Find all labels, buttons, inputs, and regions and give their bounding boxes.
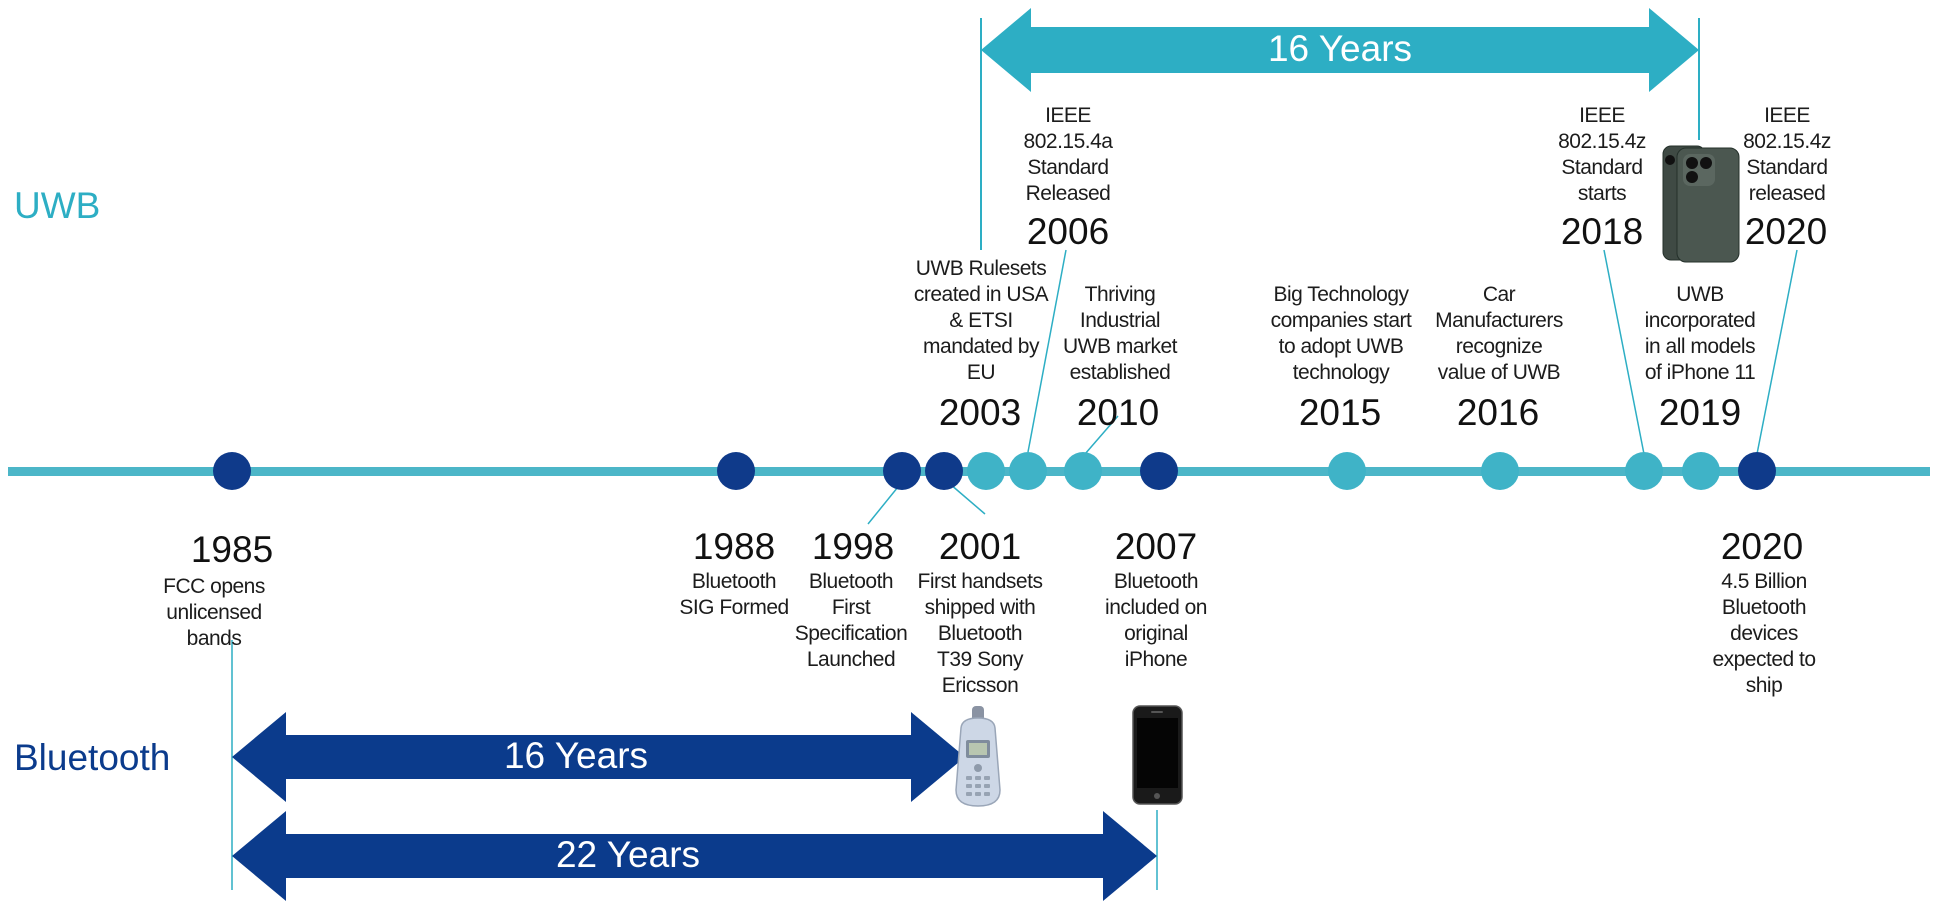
- dot-2007: [1140, 452, 1178, 490]
- event-year-2016: 2016: [1456, 392, 1540, 433]
- event-year-1998: 1998: [811, 526, 895, 567]
- bluetooth-22-years-arrow: [232, 811, 1157, 901]
- event-year-1988: 1988: [692, 526, 776, 567]
- event-text-2020-uwb: IEEE 802.15.4z Standard released: [1743, 104, 1831, 205]
- dot-1998: [883, 452, 921, 490]
- event-text-2019: UWB incorporated in all models of iPhone…: [1644, 283, 1756, 384]
- event-text-2010: Thriving Industrial UWB market establish…: [1062, 283, 1178, 384]
- uwb-16-years-arrow: [981, 8, 1699, 92]
- event-text-2003: UWB Rulesets created in USA & ETSI manda…: [913, 257, 1049, 384]
- event-text-1998: Bluetooth First Specification Launched: [794, 570, 908, 671]
- dot-2020: [1738, 452, 1776, 490]
- dot-1988: [717, 452, 755, 490]
- event-text-2007: Bluetooth included on original iPhone: [1105, 570, 1207, 671]
- leader-2006: [1027, 249, 1067, 453]
- bluetooth-16-years-arrow: [232, 712, 965, 802]
- dot-2003: [967, 452, 1005, 490]
- leader-2001: [949, 483, 986, 515]
- event-year-2018: 2018: [1560, 211, 1644, 252]
- dot-2018: [1625, 452, 1663, 490]
- event-year-2001: 2001: [938, 526, 1022, 567]
- event-text-2001: First handsets shipped with Bluetooth T3…: [917, 570, 1043, 697]
- uwb-track-label: UWB: [14, 185, 101, 226]
- dot-2015: [1328, 452, 1366, 490]
- dot-2019: [1682, 452, 1720, 490]
- event-text-1988: Bluetooth SIG Formed: [679, 570, 789, 619]
- leader-2020-uwb: [1756, 249, 1798, 455]
- bluetooth-track-label: Bluetooth: [14, 737, 171, 778]
- uwb-span-label: 16 Years: [1267, 28, 1413, 69]
- bt-span-label: 16 Years: [503, 735, 649, 776]
- dot-1985: [213, 452, 251, 490]
- event-text-1985: FCC opens unlicensed bands: [163, 575, 265, 650]
- event-year-2020-bluetooth: 2020: [1720, 526, 1804, 567]
- leader-2010: [1084, 415, 1119, 455]
- event-year-2020-uwb: 2020: [1744, 211, 1828, 252]
- event-text-2015: Big Technology companies start to adopt …: [1270, 283, 1412, 384]
- event-year-2007: 2007: [1114, 526, 1198, 567]
- bt-long-span-label: 22 Years: [555, 834, 701, 875]
- iphone-11-pro-icon: [1662, 145, 1740, 263]
- dot-2010: [1064, 452, 1102, 490]
- event-year-2019: 2019: [1658, 392, 1742, 433]
- event-text-2006: IEEE 802.15.4a Standard Released: [1023, 104, 1113, 205]
- event-text-2020-bluetooth: 4.5 Billion Bluetooth devices expected t…: [1712, 570, 1816, 697]
- event-year-2003: 2003: [938, 392, 1022, 433]
- dot-2001: [925, 452, 963, 490]
- event-text-2018: IEEE 802.15.4z Standard starts: [1558, 104, 1646, 205]
- sony-ericsson-t39-phone-icon: [955, 706, 1001, 807]
- dot-2016: [1481, 452, 1519, 490]
- event-year-1985: 1985: [190, 529, 274, 570]
- dot-2006: [1009, 452, 1047, 490]
- event-year-2015: 2015: [1298, 392, 1382, 433]
- leader-2018: [1603, 249, 1645, 455]
- original-iphone-icon: [1132, 705, 1183, 805]
- event-text-2016: Car Manufacturers recognize value of UWB: [1435, 283, 1563, 384]
- event-year-2006: 2006: [1026, 211, 1110, 252]
- event-year-2010: 2010: [1076, 392, 1160, 433]
